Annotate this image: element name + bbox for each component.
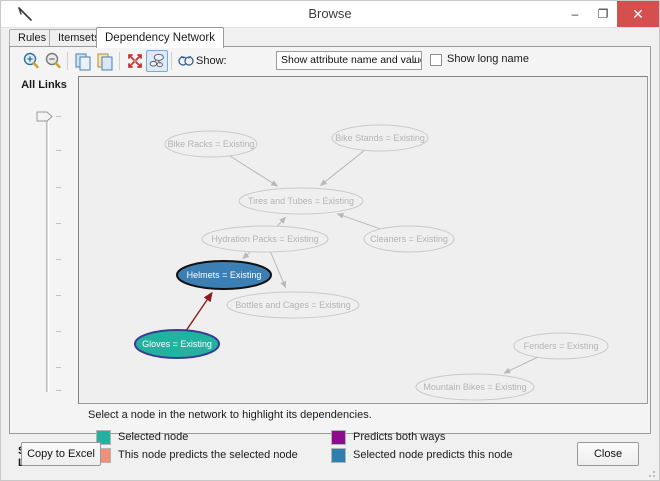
link-strength-slider[interactable]: All Links (12, 76, 76, 404)
show-select[interactable]: Show attribute name and value ⌄ (276, 51, 422, 70)
legend-label: Selected node predicts this node (353, 449, 513, 461)
graph-node[interactable]: Helmets = Existing (176, 260, 272, 290)
tab-strip: Rules Itemsets Dependency Network (9, 27, 651, 48)
graph-edge (336, 212, 381, 230)
fit-to-window-icon[interactable] (124, 50, 146, 72)
graph-edge (229, 155, 279, 187)
copy-image-icon[interactable] (94, 50, 116, 72)
title-bar: Browse – ❐ ✕ (1, 1, 659, 28)
graph-node[interactable]: Bottles and Cages = Existing (226, 291, 360, 319)
node-label: Hydration Packs = Existing (211, 234, 318, 244)
node-label: Fenders = Existing (524, 341, 599, 351)
slider-thumb[interactable] (36, 111, 53, 122)
chevron-down-icon: ⌄ (410, 55, 418, 65)
graph-node[interactable]: Bike Racks = Existing (164, 130, 258, 158)
node-label: Bike Racks = Existing (168, 139, 255, 149)
graph-node[interactable]: Hydration Packs = Existing (201, 225, 329, 253)
tab-rules[interactable]: Rules (9, 29, 56, 47)
resize-grip[interactable] (645, 467, 655, 477)
window-controls: – ❐ ✕ (561, 1, 659, 27)
tab-dependency-network[interactable]: Dependency Network (96, 27, 224, 48)
graph-edge (319, 149, 365, 186)
dependency-network-panel: Show: Show attribute name and value ⌄ Sh… (9, 46, 651, 469)
find-icon[interactable] (175, 50, 197, 72)
node-ellipse (331, 124, 429, 152)
graph-node[interactable]: Cleaners = Existing (363, 225, 455, 253)
node-label: Cleaners = Existing (370, 234, 448, 244)
maximize-button[interactable]: ❐ (597, 7, 609, 21)
legend-swatch (96, 430, 111, 445)
node-ellipse (238, 187, 364, 215)
graph-node[interactable]: Gloves = Existing (134, 329, 220, 359)
legend-label: Selected node (118, 431, 189, 443)
checkbox-box (430, 54, 442, 66)
legend-swatch (331, 430, 346, 445)
graph-node[interactable]: Fenders = Existing (513, 332, 609, 360)
show-long-name-label: Show long name (447, 53, 529, 65)
node-ellipse (513, 332, 609, 360)
close-window-button[interactable]: ✕ (617, 1, 659, 27)
graph-edge (270, 251, 287, 289)
copy-to-excel-button[interactable]: Copy to Excel (21, 442, 101, 466)
zoom-in-icon[interactable] (20, 50, 42, 72)
graph-edge (185, 291, 213, 331)
node-ellipse (415, 373, 535, 401)
pickaxe-icon (17, 5, 35, 23)
graph-edge (276, 216, 287, 227)
node-label: Mountain Bikes = Existing (423, 382, 526, 392)
node-label: Bike Stands = Existing (335, 133, 425, 143)
window-title: Browse (308, 6, 352, 21)
layout-network-icon[interactable] (146, 50, 168, 72)
network-svg: Bike Racks = Existing Bike Stands = Exist… (134, 124, 609, 401)
minimize-button[interactable]: – (571, 7, 579, 21)
graph-edge (242, 251, 251, 260)
close-button[interactable]: Close (577, 442, 639, 466)
legend-label: This node predicts the selected node (118, 449, 298, 461)
graph-node[interactable]: Mountain Bikes = Existing (415, 373, 535, 401)
dependency-network-graph[interactable]: Bike Racks = Existing Bike Stands = Exist… (78, 76, 648, 404)
footer: Copy to Excel Close (1, 434, 659, 480)
node-label: Helmets = Existing (187, 270, 262, 280)
graph-node[interactable]: Tires and Tubes = Existing (238, 187, 364, 215)
node-ellipse (176, 260, 272, 290)
graph-edges (185, 149, 538, 374)
node-ellipse (226, 291, 360, 319)
node-label: Bottles and Cages = Existing (235, 300, 350, 310)
hint-text: Select a node in the network to highligh… (88, 409, 372, 421)
slider-top-label: All Links (21, 79, 67, 91)
slider-track[interactable] (46, 114, 49, 392)
node-ellipse (134, 329, 220, 359)
graph-nodes: Bike Racks = Existing Bike Stands = Exist… (134, 124, 609, 401)
node-label: Gloves = Existing (142, 339, 212, 349)
graph-edge (503, 356, 538, 374)
graph-node[interactable]: Bike Stands = Existing (331, 124, 429, 152)
show-select-value: Show attribute name and value (281, 54, 422, 66)
node-ellipse (363, 225, 455, 253)
node-ellipse (164, 130, 258, 158)
node-label: Tires and Tubes = Existing (248, 196, 354, 206)
toolbar: Show: Show attribute name and value ⌄ Sh… (12, 49, 648, 73)
node-ellipse (201, 225, 329, 253)
legend-swatch (331, 448, 346, 463)
legend-label: Predicts both ways (353, 431, 446, 443)
show-label: Show: (196, 55, 227, 67)
zoom-out-icon[interactable] (42, 50, 64, 72)
copy-icon[interactable] (72, 50, 94, 72)
